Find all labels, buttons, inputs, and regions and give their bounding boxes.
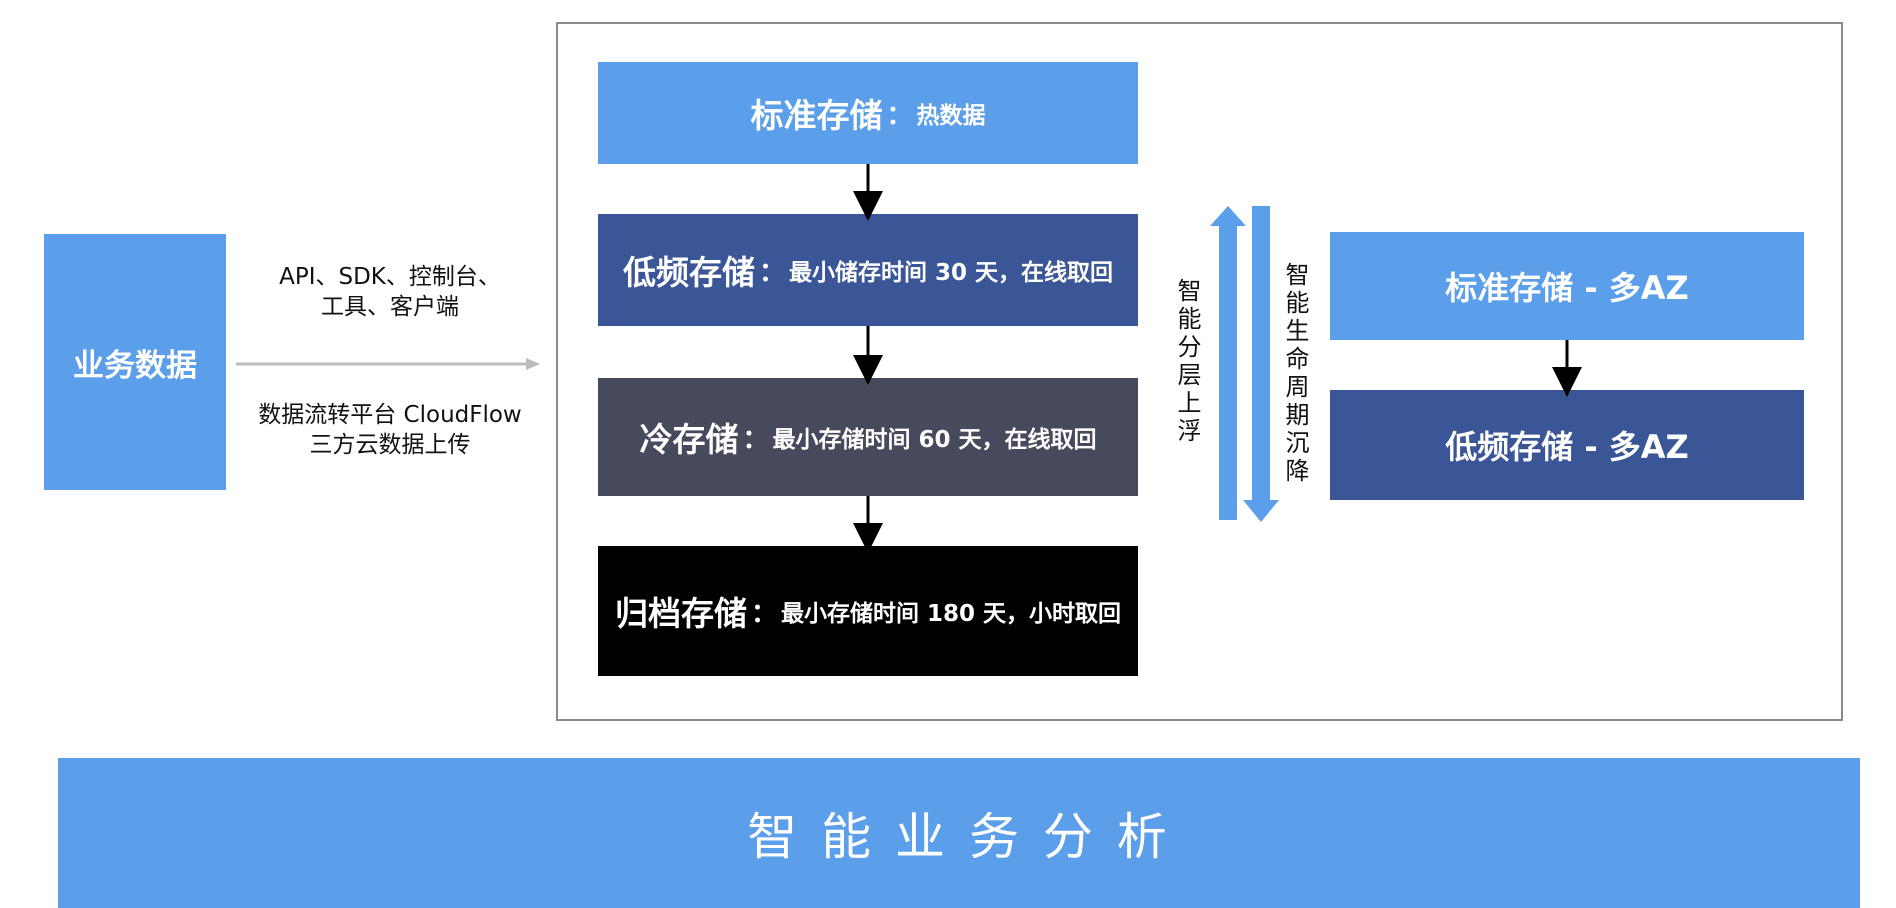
tiering-up-label: 智能分层上浮: [1173, 278, 1201, 446]
tier-archive: 归档存储 ： 最小存储时间 180 天，小时取回: [598, 546, 1138, 676]
tier-standard-detail: 热数据: [916, 103, 986, 129]
lifecycle-down-arrow: [1243, 206, 1279, 522]
tier-infrequent-detail: 最小储存时间 30 天，在线取回: [788, 260, 1114, 286]
tier-standard-name: 标准存储: [750, 96, 883, 135]
tier-standard-separator: ：: [886, 100, 913, 131]
tier-cold-name: 冷存储: [639, 420, 739, 459]
lifecycle-down-label: 智能生命周期沉降: [1281, 262, 1309, 486]
tier-infrequent-name: 低频存储: [622, 253, 755, 292]
footer-label: 智 能 业 务 分 析: [747, 808, 1171, 866]
multi-az-infrequent: 低频存储 - 多AZ: [1330, 390, 1804, 500]
footer-banner: 智 能 业 务 分 析: [58, 758, 1860, 908]
tier-standard: 标准存储 ： 热数据: [598, 62, 1138, 164]
multi-az-infrequent-label: 低频存储 - 多AZ: [1445, 428, 1689, 466]
business-data-box: 业务数据: [44, 234, 226, 490]
tier-archive-separator: ：: [750, 598, 777, 629]
tier-cold: 冷存储 ： 最小存储时间 60 天，在线取回: [598, 378, 1138, 496]
storage-container: [556, 22, 1843, 721]
tier-infrequent-separator: ：: [758, 257, 785, 288]
tier-cold-separator: ：: [742, 424, 769, 455]
platform-line2: 三方云数据上传: [309, 432, 471, 458]
multi-az-standard-label: 标准存储 - 多AZ: [1445, 269, 1689, 307]
business-data-label: 业务数据: [73, 347, 197, 384]
ingest-arrow: [236, 358, 540, 370]
platform-line1: 数据流转平台 CloudFlow: [258, 402, 522, 428]
tier-archive-detail: 最小存储时间 180 天，小时取回: [780, 601, 1122, 627]
ingestion-methods-line2: 工具、客户端: [321, 294, 459, 320]
tiering-up-arrow: [1210, 206, 1246, 520]
ingestion-methods-line1: API、SDK、控制台、: [279, 264, 501, 290]
tier-cold-detail: 最小存储时间 60 天，在线取回: [772, 427, 1097, 453]
tier-archive-name: 归档存储: [614, 594, 747, 633]
ingestion-methods-label: API、SDK、控制台、 工具、客户端: [240, 262, 540, 322]
platform-label: 数据流转平台 CloudFlow 三方云数据上传: [240, 400, 540, 460]
multi-az-standard: 标准存储 - 多AZ: [1330, 232, 1804, 340]
tier-infrequent: 低频存储 ： 最小储存时间 30 天，在线取回: [598, 214, 1138, 326]
